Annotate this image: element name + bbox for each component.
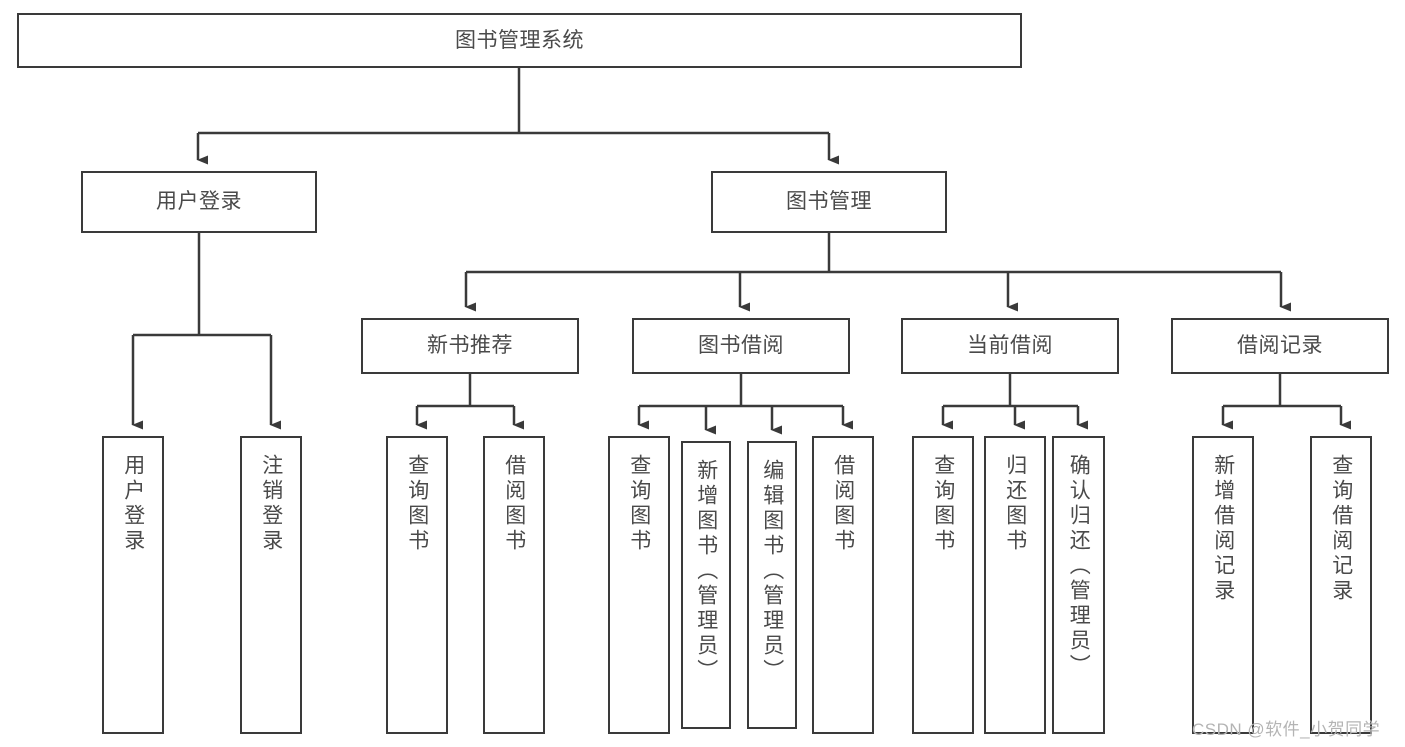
- leaf-node-leaf-borrow-book[interactable]: 借阅图书: [812, 436, 874, 734]
- leaf-node-leaf-query-book-borrow[interactable]: 查询图书: [608, 436, 670, 734]
- level2-node-user-login[interactable]: 用户登录: [81, 171, 317, 233]
- node-label: 查询图书: [405, 454, 429, 554]
- leaf-node-leaf-add-book-admin[interactable]: 新增图书（管理员）: [681, 441, 731, 729]
- node-label: 图书借阅: [698, 334, 784, 358]
- leaf-node-leaf-add-borrow-record[interactable]: 新增借阅记录: [1192, 436, 1254, 734]
- node-label: 当前借阅: [967, 334, 1053, 358]
- node-label: 新增图书（管理员）: [694, 459, 718, 684]
- node-label: 借阅图书: [502, 454, 526, 554]
- level2-node-book-manage[interactable]: 图书管理: [711, 171, 947, 233]
- node-label: 查询图书: [931, 454, 955, 554]
- node-label: 新书推荐: [427, 334, 513, 358]
- leaf-node-leaf-user-logout[interactable]: 注销登录: [240, 436, 302, 734]
- leaf-node-leaf-user-login[interactable]: 用户登录: [102, 436, 164, 734]
- level3-node-new-book-recommend[interactable]: 新书推荐: [361, 318, 579, 374]
- node-label: 用户登录: [156, 190, 242, 214]
- node-label: 确认归还（管理员）: [1067, 454, 1091, 679]
- node-label: 图书管理: [786, 190, 872, 214]
- node-label: 借阅记录: [1237, 334, 1323, 358]
- level3-node-current-borrow[interactable]: 当前借阅: [901, 318, 1119, 374]
- leaf-node-leaf-edit-book-admin[interactable]: 编辑图书（管理员）: [747, 441, 797, 729]
- node-label: 新增借阅记录: [1211, 454, 1235, 604]
- watermark-label: CSDN @软件_小贺同学: [1192, 720, 1381, 739]
- node-label: 注销登录: [259, 454, 283, 554]
- leaf-node-leaf-confirm-return-admin[interactable]: 确认归还（管理员）: [1052, 436, 1105, 734]
- node-label: 借阅图书: [831, 454, 855, 554]
- node-label: 查询图书: [627, 454, 651, 554]
- level3-node-borrow-record[interactable]: 借阅记录: [1171, 318, 1389, 374]
- leaf-node-leaf-borrow-book-recommend[interactable]: 借阅图书: [483, 436, 545, 734]
- node-label: 查询借阅记录: [1329, 454, 1353, 604]
- node-label: 图书管理系统: [455, 28, 584, 52]
- leaf-node-leaf-query-book-recommend[interactable]: 查询图书: [386, 436, 448, 734]
- root-node-root[interactable]: 图书管理系统: [17, 13, 1022, 68]
- node-label: 编辑图书（管理员）: [760, 459, 784, 684]
- node-label: 归还图书: [1003, 454, 1027, 554]
- node-label: 用户登录: [121, 454, 145, 554]
- leaf-node-leaf-query-borrow-record[interactable]: 查询借阅记录: [1310, 436, 1372, 734]
- level3-node-book-borrow[interactable]: 图书借阅: [632, 318, 850, 374]
- leaf-node-leaf-return-book[interactable]: 归还图书: [984, 436, 1046, 734]
- leaf-node-leaf-query-book-current[interactable]: 查询图书: [912, 436, 974, 734]
